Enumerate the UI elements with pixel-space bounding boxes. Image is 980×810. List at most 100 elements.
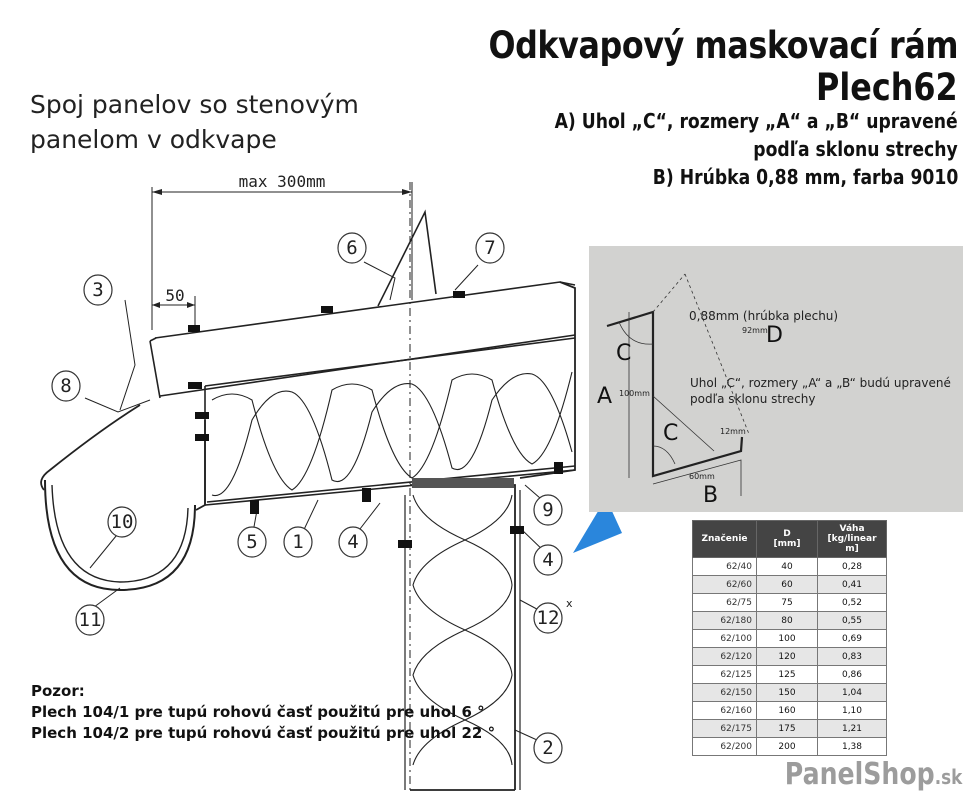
callout-bubble: [237, 526, 267, 558]
dim-b-value: 60mm: [689, 472, 715, 481]
cell-weight: 0,83: [817, 647, 887, 666]
profile-shape: [606, 310, 744, 478]
callout-bubble: [475, 232, 505, 264]
leader-7: [454, 264, 479, 291]
dimension-max: [151, 182, 413, 330]
product-title: Plech62: [816, 66, 958, 109]
header-code: Značenie: [692, 520, 757, 558]
screw-icon: [398, 540, 412, 548]
screw-icon: [321, 306, 333, 313]
drawing-heading-line2: panelom v odkvape: [30, 125, 277, 154]
cell-code: 62/180: [692, 611, 757, 630]
cell-weight: 1,38: [817, 737, 887, 756]
roof-insulation-top: [204, 337, 576, 387]
screws: [188, 291, 563, 548]
dim-d-guide: [652, 273, 686, 313]
callout-number: 9: [542, 499, 553, 521]
cell-code: 62/40: [692, 557, 757, 576]
callout-number: 4: [542, 549, 553, 571]
screw-icon: [195, 412, 209, 419]
flashing-6: [377, 209, 437, 307]
cell-weight: 1,04: [817, 683, 887, 702]
cell-d: 150: [756, 683, 818, 702]
main-title: Odkvapový maskovací rám: [488, 24, 958, 67]
callout-number: 1: [292, 531, 303, 553]
arrow-icon: [402, 189, 412, 195]
screw-icon: [453, 291, 465, 298]
screw-icon: [250, 500, 259, 514]
cell-d: 60: [756, 575, 818, 594]
brand-logo: PanelShop.sk: [784, 757, 962, 792]
roof-insulation-wave-2: [211, 372, 573, 497]
angle-c1-arc: [618, 321, 654, 345]
cell-weight: 0,86: [817, 665, 887, 684]
leader-3: [119, 299, 136, 411]
subtitle-a-line2: podľa sklonu strechy: [753, 137, 958, 161]
dim-b-line: [652, 459, 742, 496]
cell-code: 62/175: [692, 719, 757, 738]
callout-bubble: [51, 370, 81, 402]
warning-line2: Plech 104/2 pre tupú rohovú časť použitú…: [31, 724, 496, 742]
cell-weight: 0,69: [817, 629, 887, 648]
callout-bubble: [338, 526, 368, 558]
gutter-outer: [44, 479, 196, 592]
cell-code: 62/120: [692, 647, 757, 666]
callout-bubble: [533, 544, 563, 576]
callout-bubble: [75, 604, 105, 636]
cell-weight: 1,10: [817, 701, 887, 720]
cell-d: 120: [756, 647, 818, 666]
letter-c1: C: [616, 341, 632, 366]
cell-d: 100: [756, 629, 818, 648]
cell-code: 62/200: [692, 737, 757, 756]
sealing-strip: [412, 478, 514, 488]
cell-code: 62/100: [692, 629, 757, 648]
subtitle-b: B) Hrúbka 0,88 mm, farba 9010: [652, 165, 958, 189]
cell-d: 200: [756, 737, 818, 756]
dim-a-value: 100mm: [619, 389, 650, 398]
callout-bubble: [107, 506, 137, 538]
cell-weight: 0,41: [817, 575, 887, 594]
gutter-inner: [51, 484, 189, 583]
callout-bubble: [337, 232, 367, 264]
thickness-label: 0,88mm (hrúbka plechu): [689, 309, 839, 323]
table-header-row: Značenie D[mm] Váha[kg/linear m]: [692, 520, 887, 558]
gutter-bracket: [195, 420, 206, 511]
screw-icon: [188, 382, 202, 389]
arrow-icon: [152, 189, 162, 195]
cell-d: 125: [756, 665, 818, 684]
callout-bubble: [533, 494, 563, 526]
callout-number: 3: [92, 279, 103, 301]
leader-6: [363, 261, 396, 301]
cell-code: 62/160: [692, 701, 757, 720]
cell-code: 62/60: [692, 575, 757, 594]
dim-d-line: [684, 273, 750, 435]
letter-b: B: [703, 483, 719, 508]
callout-number: 6: [346, 237, 357, 259]
screw-icon: [510, 526, 524, 534]
callout-number: 8: [60, 375, 71, 397]
callout-number: 4: [347, 531, 358, 553]
dim-d-value: 92mm: [742, 326, 768, 335]
cell-d: 40: [756, 557, 818, 576]
screw-icon: [188, 325, 200, 332]
leader-8: [84, 397, 151, 413]
callout-number: 5: [246, 531, 257, 553]
cell-d: 75: [756, 593, 818, 612]
cell-d: 80: [756, 611, 818, 630]
callout-12-suffix: x: [566, 597, 573, 610]
callout-bubble: [283, 526, 313, 558]
callout-number: 7: [484, 237, 495, 259]
cell-weight: 0,28: [817, 557, 887, 576]
arrow-icon: [187, 302, 195, 308]
angle-helper: [652, 395, 715, 452]
letter-a: A: [597, 384, 613, 409]
cell-weight: 1,21: [817, 719, 887, 738]
